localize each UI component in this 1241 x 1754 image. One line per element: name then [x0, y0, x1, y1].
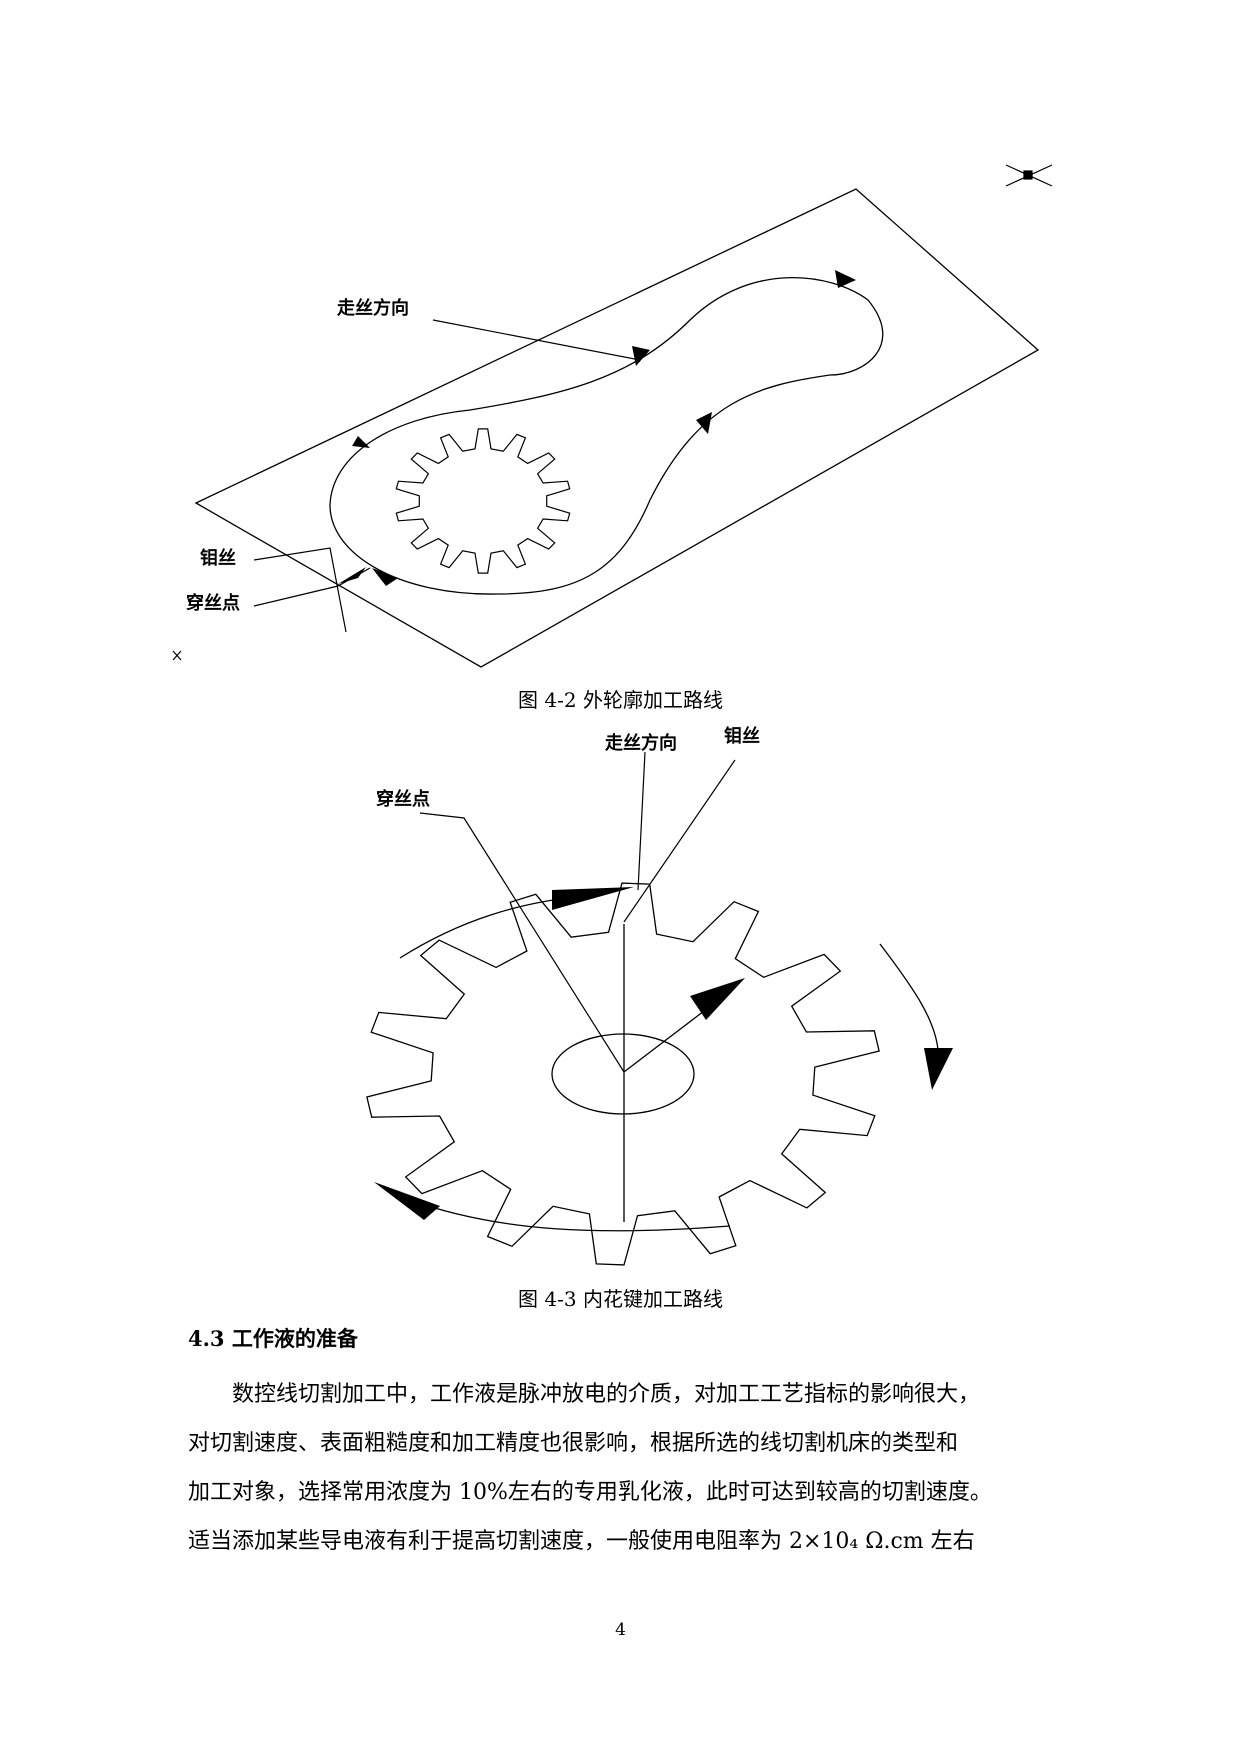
leader-direction: [432, 319, 641, 361]
leader-threading-point: [253, 567, 371, 607]
rotation-arc: [879, 943, 939, 1051]
leader-wire: [623, 759, 736, 923]
figure-inner-spline-path: 穿丝点 走丝方向 钼丝: [366, 725, 953, 1266]
arrow-marker: [835, 270, 856, 288]
leader-wire: [253, 547, 347, 633]
arrow-marker: [352, 436, 370, 448]
outer-contour: [329, 276, 884, 595]
workpiece-plate: [194, 188, 1040, 668]
figure-caption: 图 4-2 外轮廓加工路线: [518, 688, 723, 712]
arrow-marker: [552, 887, 634, 910]
arrow-marker: [374, 1182, 440, 1220]
figure-caption: 图 4-3 内花键加工路线: [518, 1287, 723, 1311]
leader-threading-point: [419, 812, 625, 1073]
label-wire: 钼丝: [200, 547, 236, 569]
corner-cross-mark: [172, 650, 182, 661]
gear-outline: [395, 428, 571, 574]
label-direction: 走丝方向: [337, 297, 409, 319]
corner-cross-mark: [1005, 164, 1053, 187]
gear-outline: [366, 882, 880, 1266]
section-paragraph: 数控线切割加工中，工作液是脉冲放电的介质，对加工工艺指标的影响很大， 对切割速度…: [188, 1370, 1058, 1566]
paragraph-line: 数控线切割加工中，工作液是脉冲放电的介质，对加工工艺指标的影响很大，: [232, 1382, 981, 1407]
arrow-marker: [924, 1048, 953, 1090]
arrow-marker: [696, 412, 712, 434]
arrow-marker: [338, 567, 366, 584]
center-hole: [551, 1033, 695, 1115]
label-threading-point: 穿丝点: [186, 592, 240, 614]
arrow-marker: [690, 978, 745, 1020]
label-direction: 走丝方向: [605, 732, 677, 754]
figure-outer-contour-path: 走丝方向 钼丝 穿丝点: [172, 164, 1053, 668]
leader-direction: [637, 751, 646, 891]
paragraph-line: 加工对象，选择常用浓度为 10%左右的专用乳化液，此时可达到较高的切割速度。: [188, 1480, 992, 1505]
page-number: 4: [615, 1620, 626, 1640]
rotation-arc: [409, 1199, 731, 1232]
paragraph-line: 对切割速度、表面粗糙度和加工精度也很影响，根据所选的线切割机床的类型和: [188, 1431, 959, 1456]
label-threading-point: 穿丝点: [376, 788, 430, 810]
arrow-marker: [372, 568, 398, 586]
arrow-marker: [632, 346, 650, 366]
label-wire: 钼丝: [724, 725, 760, 747]
paragraph-line: 适当添加某些导电液有利于提高切割速度，一般使用电阻率为 2×10₄ Ω.cm 左…: [188, 1529, 975, 1554]
section-heading: 4.3 工作液的准备: [188, 1326, 358, 1351]
